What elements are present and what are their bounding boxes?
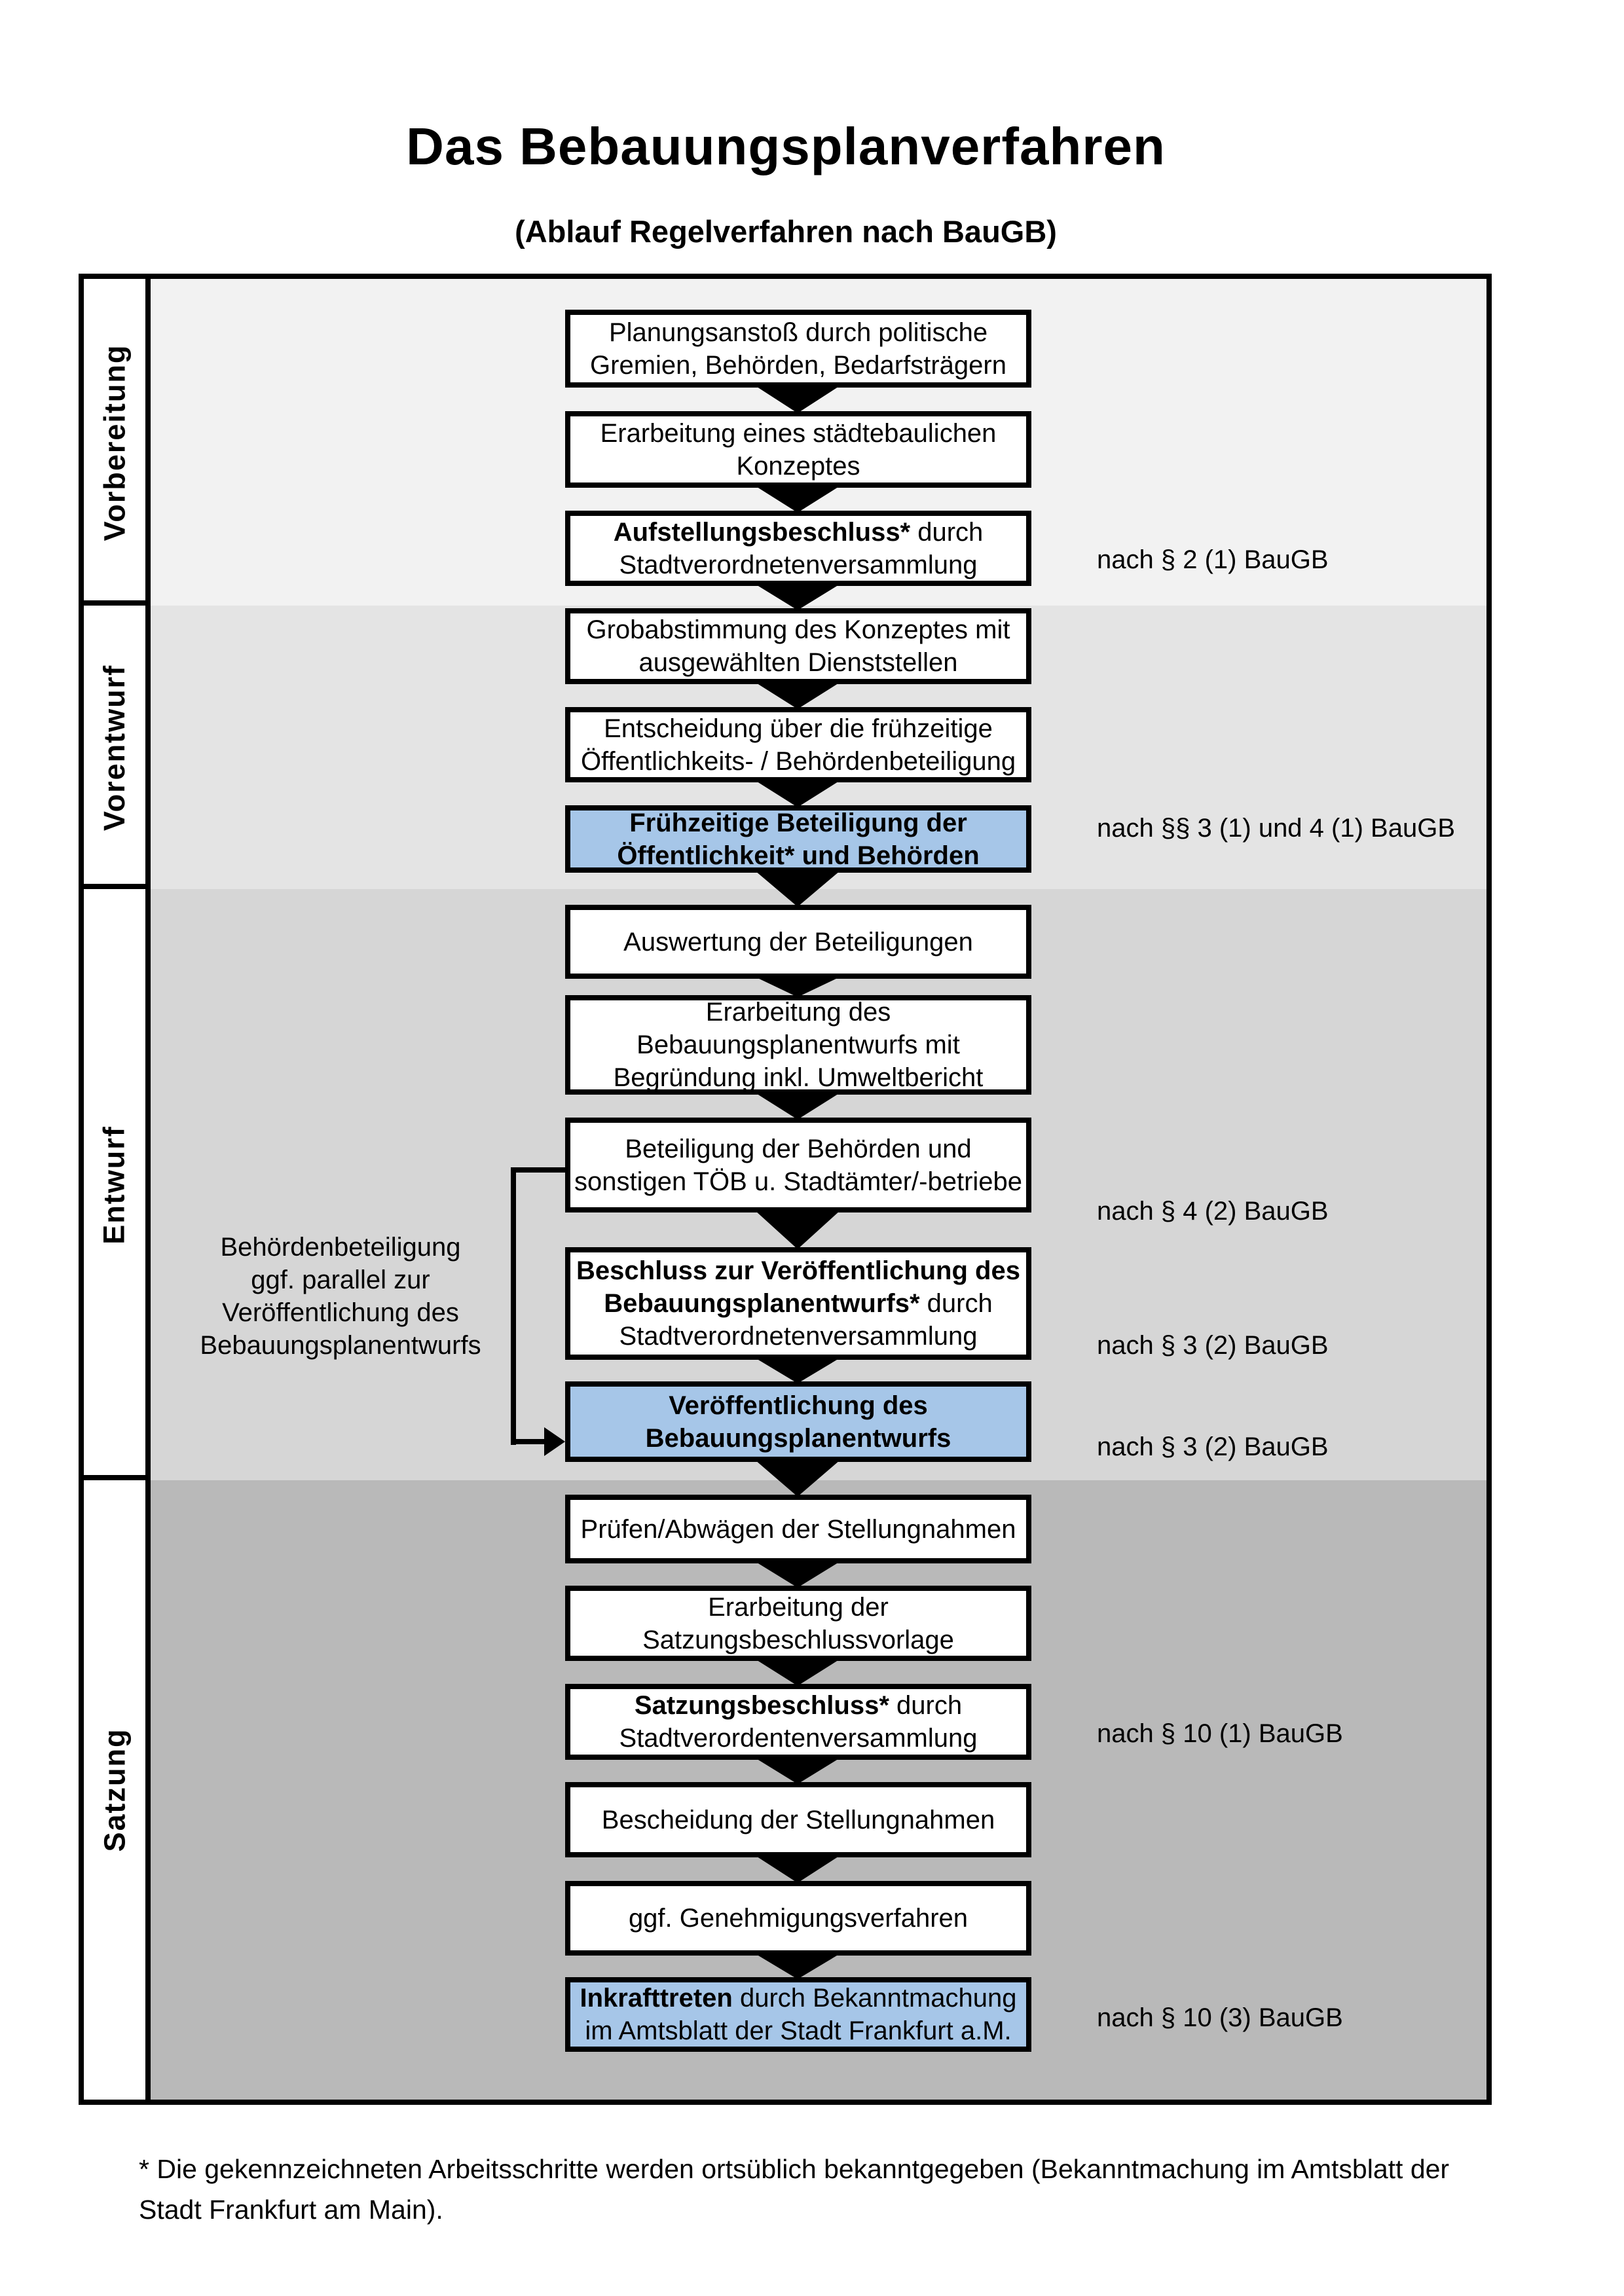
step-text-line: Öffentlichkeits- / Behördenbeteiligung bbox=[580, 746, 1016, 776]
side-note-line: Veröffentlichung des bbox=[222, 1298, 459, 1327]
phase-label: Vorentwurf bbox=[98, 664, 132, 831]
legal-reference-4: nach § 3 (2) BauGB bbox=[1097, 1331, 1329, 1360]
arrow-down-icon bbox=[755, 780, 840, 807]
legal-reference-1: nach § 2 (1) BauGB bbox=[1097, 545, 1329, 574]
page-title: Das Bebauungsplanverfahren bbox=[406, 117, 1166, 175]
arrow-down-icon bbox=[755, 871, 840, 907]
step-text-line: Beschluss zur Veröffentlichung des bbox=[576, 1256, 1020, 1285]
arrow-down-icon bbox=[755, 1954, 840, 1979]
phase-label: Vorbereitung bbox=[98, 344, 131, 541]
footnote: * Die gekennzeichneten Arbeitsschritte w… bbox=[139, 2154, 1450, 2225]
arrow-down-icon bbox=[755, 386, 840, 413]
arrow-down-icon bbox=[755, 1659, 840, 1686]
arrow-down-icon bbox=[755, 1855, 840, 1883]
step-text-line: Entscheidung über die frühzeitige bbox=[604, 714, 993, 743]
arrow-down-icon bbox=[755, 1561, 840, 1588]
step-text-line: Veröffentlichung des bbox=[669, 1391, 928, 1420]
phase-label-cell-2: Entwurf bbox=[84, 889, 145, 1480]
step-text-line: Beteiligung der Behörden und bbox=[625, 1134, 972, 1163]
step-text-line: Stadtverordentenversammlung bbox=[619, 1724, 978, 1753]
arrow-down-icon bbox=[755, 1460, 840, 1497]
phase-separator-3 bbox=[79, 1475, 151, 1480]
arrow-down-icon bbox=[755, 1358, 840, 1383]
step-text-line: Erarbeitung der bbox=[708, 1592, 889, 1622]
step-text-line: Bebauungsplanentwurfs* durch bbox=[604, 1289, 993, 1318]
step-box-16: ggf. Genehmigungsverfahren bbox=[565, 1881, 1031, 1956]
step-text-line: Planungsanstoß durch politische bbox=[608, 318, 988, 347]
phase-separator-2 bbox=[79, 884, 151, 889]
step-box-7: Auswertung der Beteiligungen bbox=[565, 905, 1031, 979]
connector-bottom-line bbox=[511, 1439, 544, 1444]
step-text-line: Prüfen/Abwägen der Stellungnahmen bbox=[580, 1514, 1016, 1544]
legal-reference-5: nach § 3 (2) BauGB bbox=[1097, 1432, 1329, 1461]
step-text-line: Bebauungsplanentwurfs mit bbox=[637, 1030, 960, 1059]
arrow-down-icon bbox=[755, 486, 840, 513]
phase-label-cell-0: Vorbereitung bbox=[84, 279, 145, 606]
phase-label: Satzung bbox=[98, 1728, 131, 1852]
step-text-line: Öffentlichkeit* und Behörden bbox=[617, 841, 980, 870]
phase-label-cell-3: Satzung bbox=[84, 1480, 145, 2100]
connector-vertical-line bbox=[511, 1167, 516, 1445]
side-note-line: Bebauungsplanentwurfs bbox=[200, 1331, 481, 1360]
step-text-line: Frühzeitige Beteiligung der bbox=[629, 808, 967, 837]
step-text-line: Auswertung der Beteiligungen bbox=[623, 927, 973, 957]
side-note-line: ggf. parallel zur bbox=[251, 1266, 430, 1294]
step-box-15: Bescheidung der Stellungnahmen bbox=[565, 1782, 1031, 1857]
phase-separator-1 bbox=[79, 600, 151, 606]
step-text-line: Begründung inkl. Umweltbericht bbox=[613, 1063, 984, 1092]
arrow-down-icon bbox=[755, 584, 840, 610]
step-text-line: Bebauungsplanentwurfs bbox=[645, 1423, 951, 1453]
step-text-line: Grobabstimmung des Konzeptes mit bbox=[586, 615, 1010, 644]
step-text-line: Stadtverordnetenversammlung bbox=[619, 1322, 978, 1351]
step-text-line: ausgewählten Dienststellen bbox=[638, 648, 958, 677]
step-text-line: Aufstellungsbeschluss* durch bbox=[613, 517, 984, 547]
legal-reference-7: nach § 10 (3) BauGB bbox=[1097, 2003, 1343, 2032]
step-text-line: sonstigen TÖB u. Stadtämter/-betriebe bbox=[574, 1167, 1023, 1196]
step-box-12: Prüfen/Abwägen der Stellungnahmen bbox=[565, 1495, 1031, 1563]
arrow-down-icon bbox=[755, 1211, 840, 1249]
step-text-line: Satzungsbeschluss* durch bbox=[634, 1691, 963, 1720]
phase-label-cell-1: Vorentwurf bbox=[84, 606, 145, 889]
phase-label: Entwurf bbox=[98, 1125, 132, 1245]
step-text-line: Bescheidung der Stellungnahmen bbox=[601, 1805, 995, 1834]
step-box-17: Inkrafttreten durch Bekanntmachung im Amt… bbox=[565, 1977, 1031, 2052]
legal-reference-2: nach §§ 3 (1) und 4 (1) BauGB bbox=[1097, 814, 1455, 843]
step-text-line: Erarbeitung des bbox=[705, 998, 891, 1027]
page-subtitle: (Ablauf Regelverfahren nach BauGB) bbox=[515, 214, 1057, 249]
step-box-4: Grobabstimmung des Konzeptes mit ausgewäh… bbox=[565, 608, 1031, 684]
step-text-line: Satzungsbeschlussvorlage bbox=[642, 1625, 954, 1654]
arrow-down-icon bbox=[755, 1758, 840, 1784]
arrow-down-icon bbox=[755, 682, 840, 709]
label-column-border bbox=[145, 274, 151, 2105]
step-text-line: Erarbeitung eines städtebaulichen bbox=[600, 418, 997, 448]
step-text-line: Gremien, Behörden, Bedarfsträgern bbox=[590, 350, 1006, 380]
connector-arrow-icon bbox=[544, 1427, 565, 1456]
step-text-line: im Amtsblatt der Stadt Frankfurt a.M. bbox=[585, 2016, 1012, 2045]
legal-reference-6: nach § 10 (1) BauGB bbox=[1097, 1719, 1343, 1748]
step-text-line: Inkrafttreten durch Bekanntmachung bbox=[580, 1984, 1017, 2013]
step-text-line: Stadtverordnetenversammlung bbox=[619, 550, 978, 579]
arrow-down-icon bbox=[755, 1093, 840, 1120]
arrow-down-icon bbox=[755, 977, 840, 997]
step-box-9: Beteiligung der Behörden und sonstigen TÖ… bbox=[565, 1118, 1031, 1212]
side-note-line: Behördenbeteiligung bbox=[220, 1233, 461, 1262]
connector-top-line bbox=[511, 1167, 565, 1173]
legal-reference-3: nach § 4 (2) BauGB bbox=[1097, 1197, 1329, 1226]
step-text-line: ggf. Genehmigungsverfahren bbox=[628, 1904, 969, 1933]
step-text-line: Konzeptes bbox=[736, 451, 860, 481]
